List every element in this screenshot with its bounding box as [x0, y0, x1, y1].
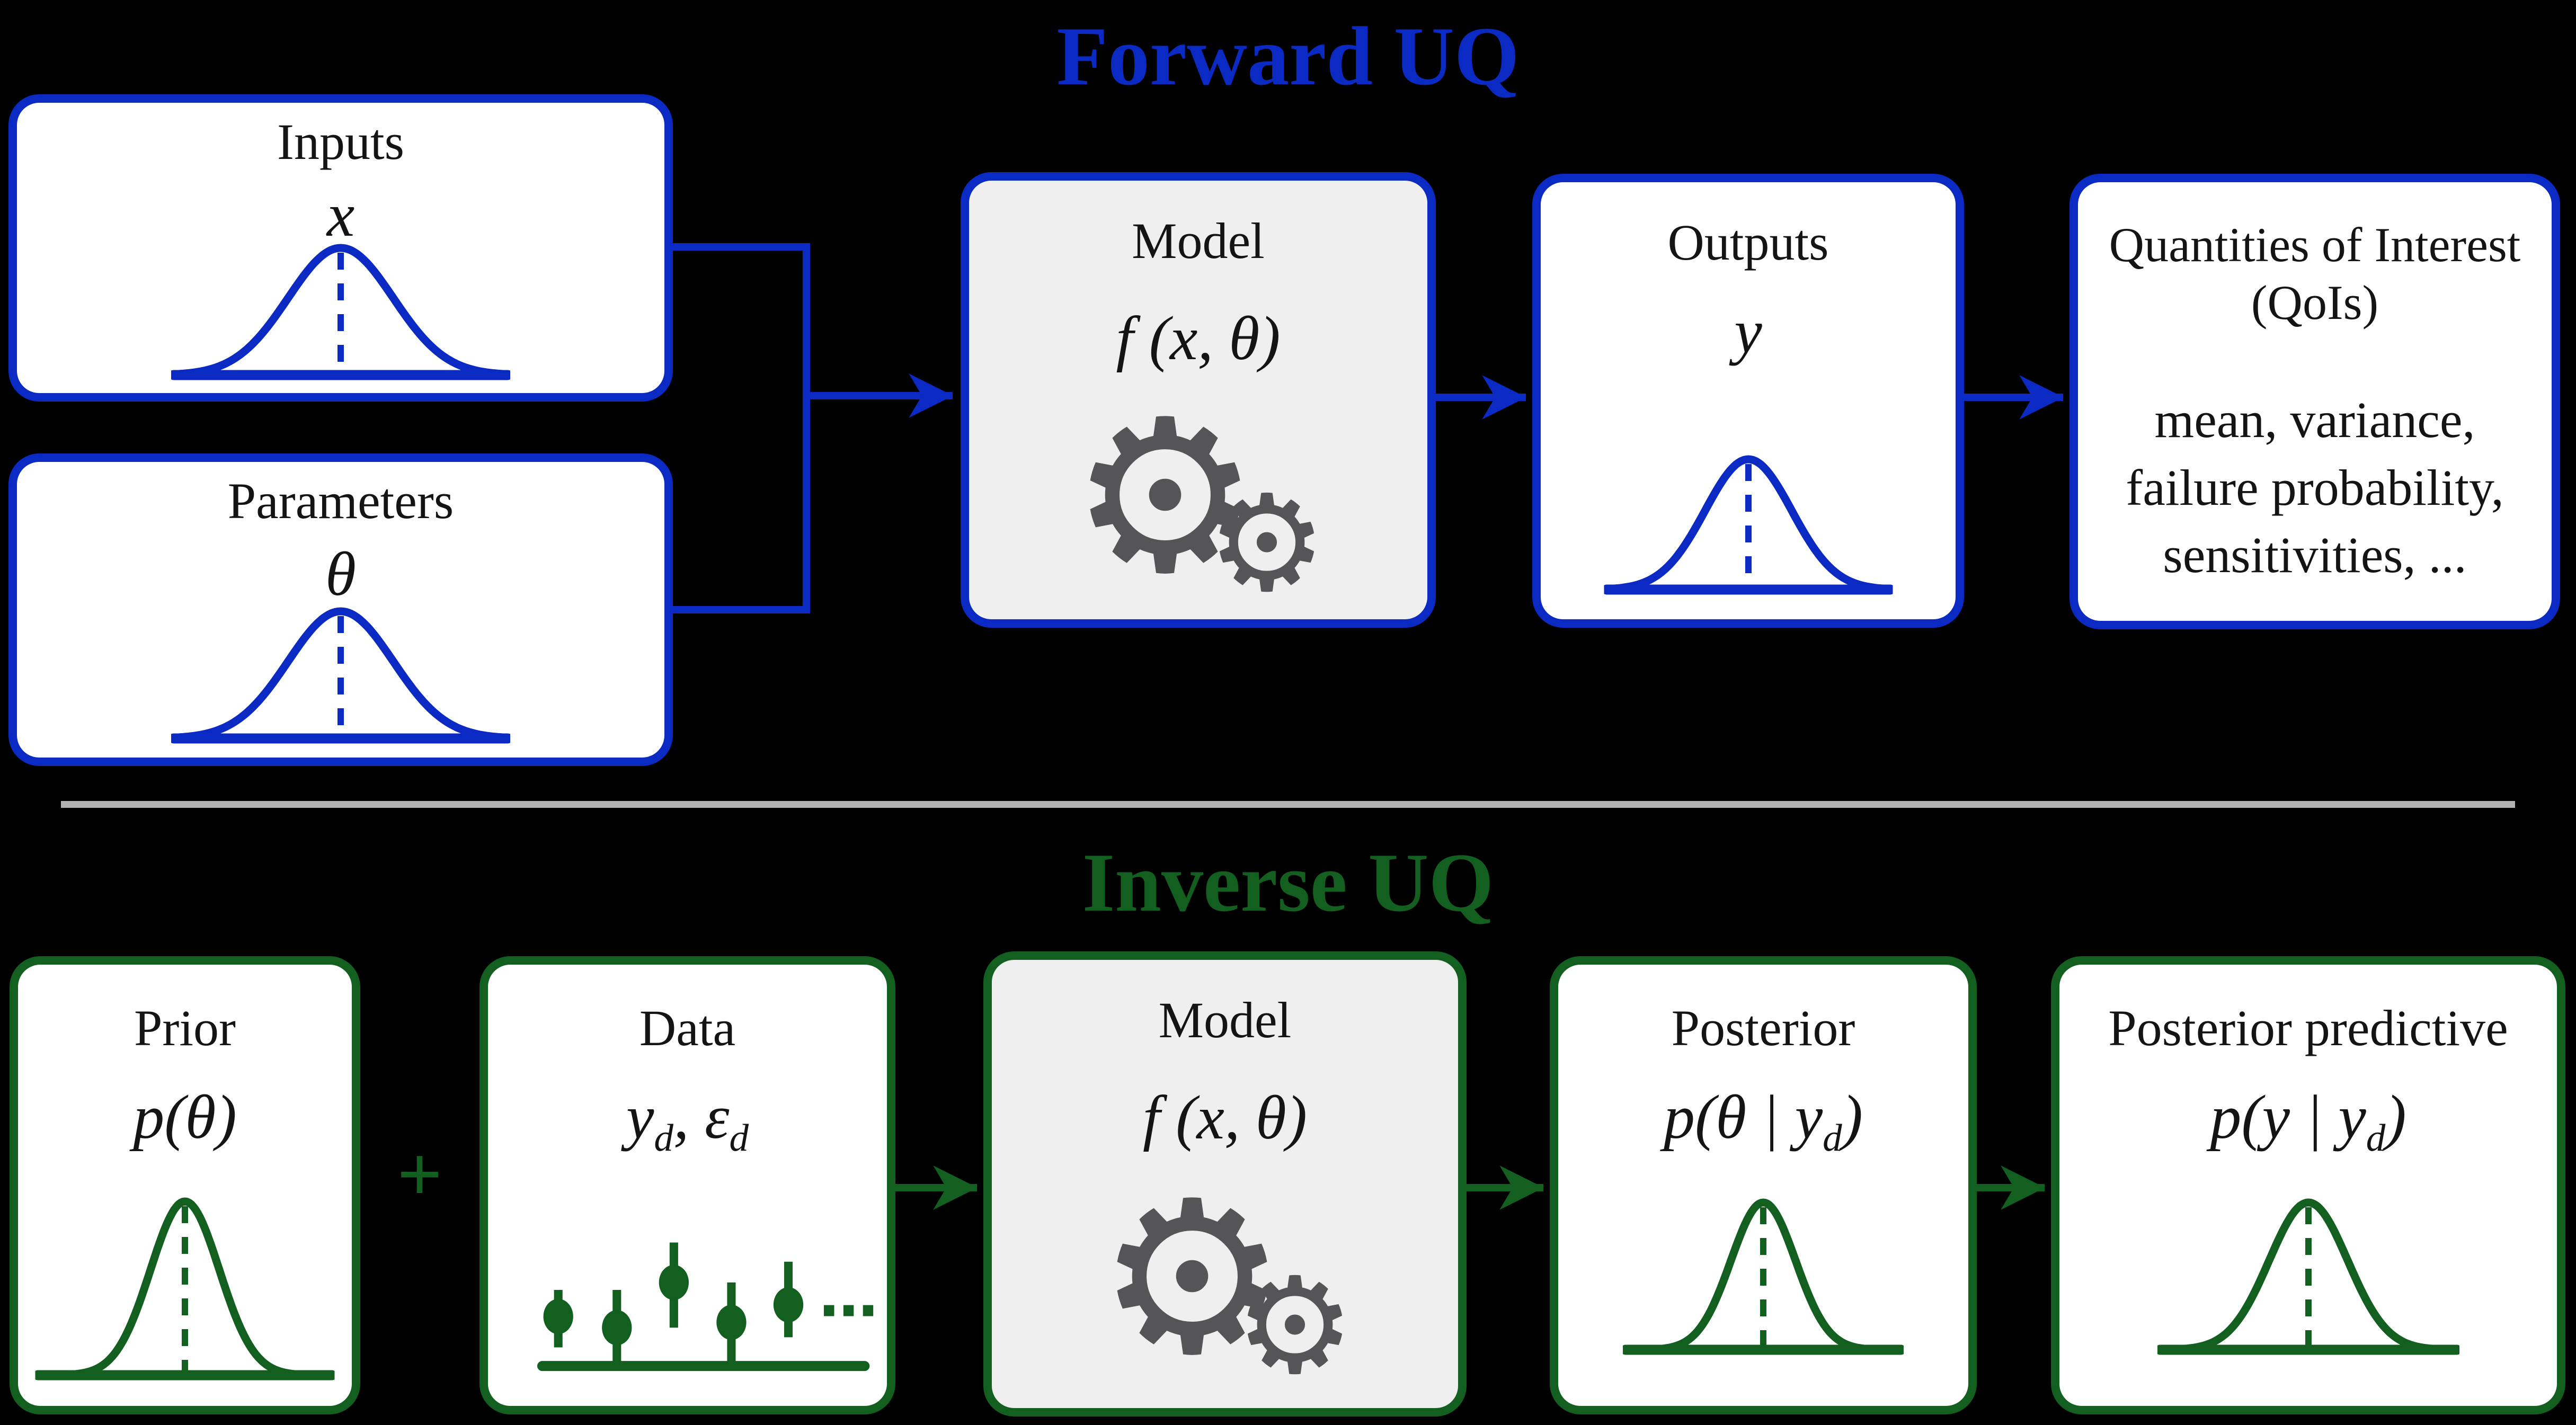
outputs-box: Outputs y [1532, 174, 1964, 628]
inverse-model-formula: f (x, θ) [1142, 1083, 1308, 1153]
forward-model-box: Model f (x, θ) ⚙ ⚙ [961, 172, 1436, 628]
outputs-symbol: y [1734, 297, 1762, 367]
posterior-distribution-curve [1623, 1198, 1904, 1355]
plus-sign: + [397, 1130, 442, 1218]
posterior-title: Posterior [1671, 1000, 1855, 1056]
inverse-model-box: Model f (x, θ) ⚙ ⚙ [983, 951, 1467, 1417]
qoi-body-line3: sensitivities, ... [2163, 527, 2467, 584]
gear-icon: ⚙ [1235, 1249, 1355, 1404]
qoi-body-line2: failure probability, [2126, 459, 2504, 516]
data-formula: yd, εd [626, 1082, 749, 1160]
inverse-model-title: Model [1158, 992, 1292, 1048]
gear-icon: ⚙ [1070, 374, 1260, 620]
inputs-symbol: x [326, 180, 355, 250]
parameters-box: Parameters θ [8, 453, 673, 766]
parameters-symbol: θ [325, 539, 356, 609]
gear-icon: ⚙ [1097, 1155, 1287, 1402]
qoi-title-line2: (QoIs) [2251, 275, 2379, 329]
qoi-body-line1: mean, variance, [2154, 391, 2475, 449]
posterior-formula: p(θ | yd) [1664, 1082, 1863, 1160]
prior-box: Prior p(θ) [10, 956, 360, 1414]
qoi-title-line1: Quantities of Interest [2109, 218, 2521, 272]
outputs-title: Outputs [1667, 214, 1829, 271]
qoi-box: Quantities of Interest (QoIs) mean, vari… [2069, 174, 2560, 629]
forward-model-formula: f (x, θ) [1116, 304, 1281, 373]
inputs-box: Inputs x [8, 94, 673, 402]
gear-icon: ⚙ [1207, 466, 1327, 621]
parameters-title: Parameters [227, 473, 454, 529]
posterior-predictive-box: Posterior predictive p(y | yd) [2051, 956, 2565, 1414]
prior-distribution-curve [35, 1197, 335, 1381]
posterior-box: Posterior p(θ | yd) [1550, 956, 1977, 1414]
prior-title: Prior [134, 1000, 236, 1056]
parameters-distribution-curve [171, 607, 510, 744]
inputs-distribution-curve [171, 244, 510, 380]
forward-uq-title: Forward UQ [1056, 10, 1520, 103]
qoi-body: mean, variance, failure probability, sen… [2078, 386, 2552, 589]
data-title: Data [639, 1000, 736, 1056]
inverse-uq-title: Inverse UQ [1082, 836, 1494, 929]
outputs-distribution-curve [1604, 455, 1893, 595]
prior-formula: p(θ) [133, 1082, 237, 1152]
posterior-predictive-formula: p(y | yd) [2210, 1082, 2406, 1160]
data-box: Data yd, εd ⋯ [479, 956, 895, 1414]
section-divider [61, 801, 2515, 808]
forward-model-title: Model [1132, 212, 1265, 269]
ellipsis-more-data: ⋯ [819, 1277, 878, 1345]
qoi-title: Quantities of Interest (QoIs) [2078, 182, 2552, 331]
posterior-predictive-distribution-curve [2157, 1198, 2459, 1355]
inputs-title: Inputs [277, 113, 404, 170]
posterior-predictive-title: Posterior predictive [2108, 1000, 2508, 1056]
data-points-plot: ⋯ [537, 1242, 878, 1371]
